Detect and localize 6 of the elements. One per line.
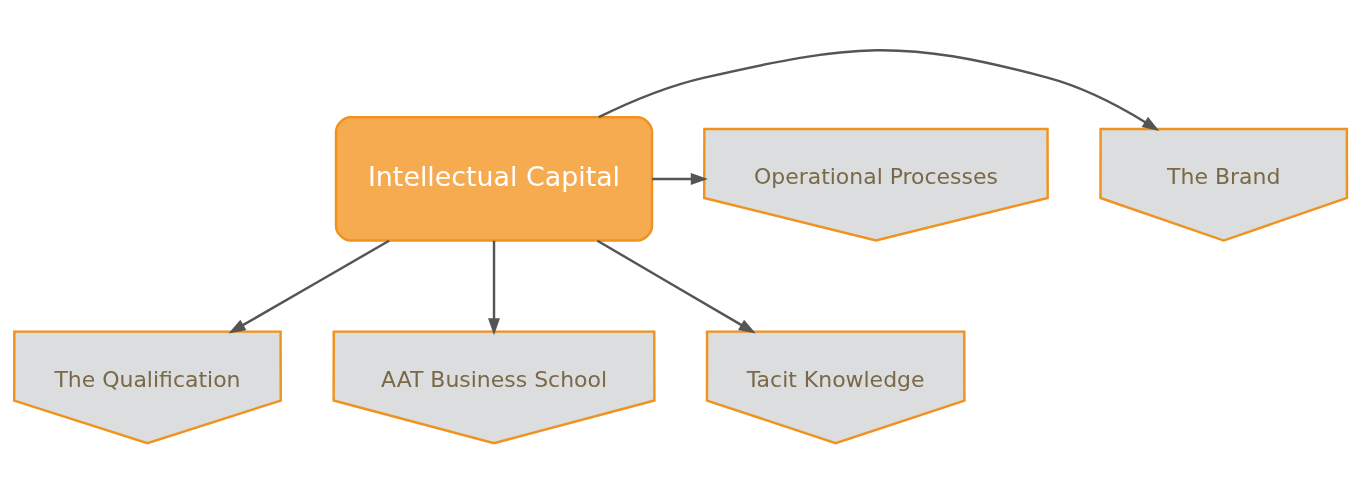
arrow (228, 239, 390, 333)
arrow (488, 240, 500, 335)
node-box: Intellectual Capital (334, 115, 654, 242)
arrow (598, 48, 1160, 131)
arrow (652, 172, 708, 185)
arrow (596, 239, 756, 333)
